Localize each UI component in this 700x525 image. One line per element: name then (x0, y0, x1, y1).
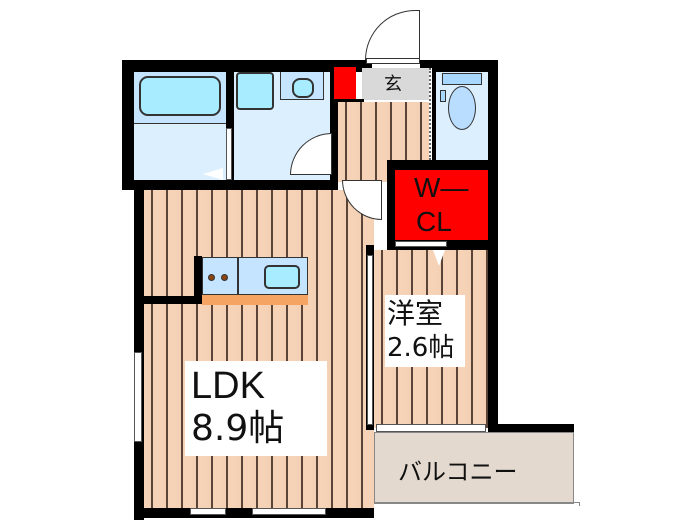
outer-wall-left-upper (122, 60, 134, 190)
balcony-top-wall (488, 424, 574, 432)
entrance-door (366, 58, 420, 64)
outer-wall-top-left (122, 60, 372, 72)
kitchen-counter-edge (202, 295, 308, 305)
bath-door (226, 128, 232, 180)
ldk-bottom-window-2 (252, 508, 326, 515)
wcl-door (395, 241, 447, 247)
ldk-room (144, 190, 374, 508)
shoe-cabinet (334, 67, 356, 99)
western-room-name: 洋室 (387, 297, 444, 330)
ldk-bottom-window-1 (190, 508, 226, 515)
ldk-room-name: LDK (191, 365, 265, 407)
toilet-paper-holder (440, 90, 446, 102)
bath-wall (226, 72, 234, 180)
wash-basin (292, 78, 314, 98)
washroom-wall (330, 72, 338, 182)
balcony-railing (374, 502, 580, 506)
toilet-bowl (448, 86, 476, 130)
wcl-door-arrow-icon (433, 250, 445, 266)
western-room-size: 2.6帖 (387, 333, 455, 363)
kitchen-partition (140, 296, 202, 304)
ldk-room-size: 8.9帖 (191, 408, 285, 449)
kitchen-sink (264, 265, 300, 289)
outer-wall-left-lower (134, 180, 144, 520)
washing-machine (236, 72, 274, 110)
outer-wall-top-right (420, 60, 498, 72)
balcony-label: バルコニー (398, 459, 518, 486)
entrance-door-swing (365, 10, 420, 60)
bath-door-arrow-icon (203, 168, 223, 180)
western-label: 洋室 2.6帖 (385, 295, 465, 367)
toilet-tank (442, 73, 482, 85)
burner-icon (208, 274, 215, 281)
ldk-top-wall (134, 180, 338, 190)
western-window (376, 424, 486, 432)
western-sliding-door (367, 255, 373, 425)
toilet-wall (432, 68, 436, 160)
entrance-floor (362, 68, 429, 100)
ldk-side-window (134, 352, 142, 442)
bathtub (139, 76, 221, 116)
balcony (374, 432, 574, 504)
kitchen-partition-v (194, 256, 202, 304)
ldk-label: LDK 8.9帖 (185, 361, 327, 456)
wcl-label-line1: W— (414, 172, 469, 203)
wcl-label-line2: CL (416, 206, 452, 237)
entrance-label: 玄 (384, 74, 402, 95)
burner-icon (221, 274, 228, 281)
walk-in-closet (395, 170, 488, 240)
